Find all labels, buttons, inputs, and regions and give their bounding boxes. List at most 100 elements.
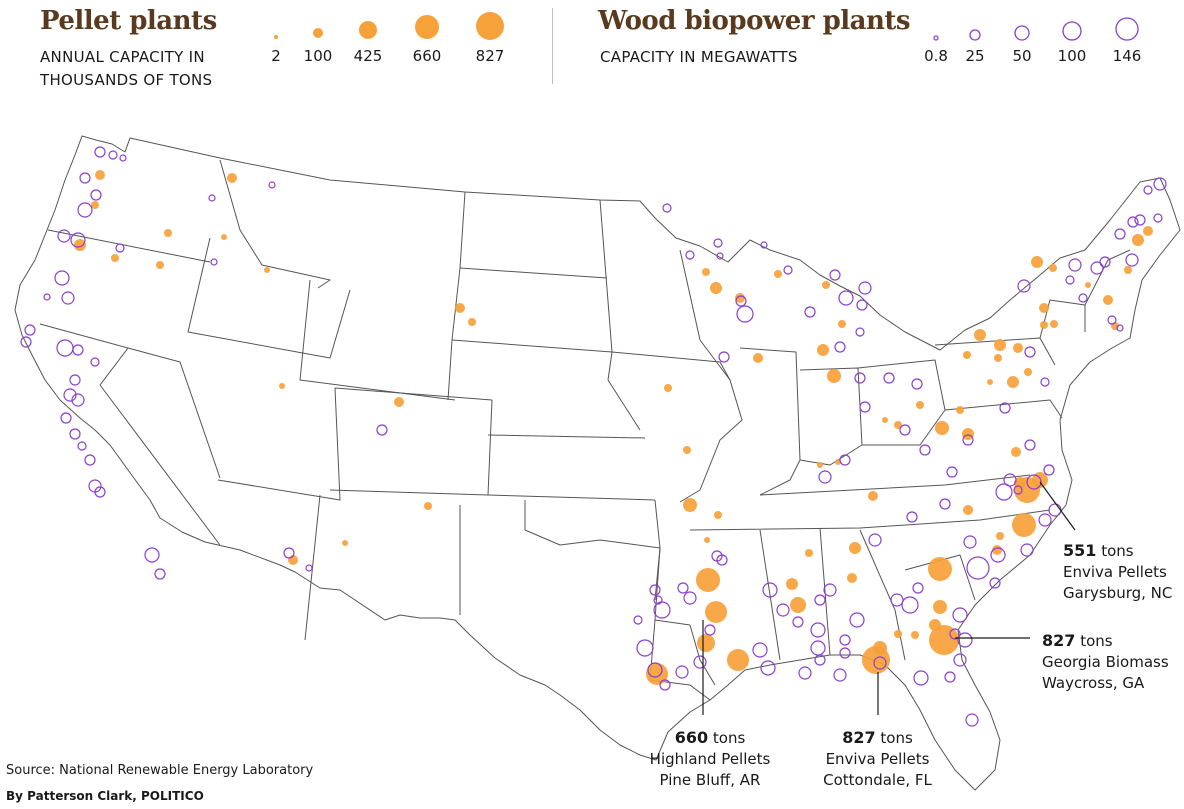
biopower-plant-marker [752, 642, 768, 658]
biopower-plant-marker [829, 269, 841, 281]
biopower-plant-marker [1026, 474, 1042, 490]
callout-unit: tons [1101, 542, 1134, 560]
pellet-plant-marker [992, 545, 1002, 555]
biopower-legend-circle-50 [1014, 25, 1030, 41]
callout-location: Waycross, GA [1042, 674, 1145, 692]
pellet-plant-marker [683, 446, 691, 454]
pellet-plant-marker [1031, 256, 1043, 268]
pellet-plant-marker [786, 578, 798, 590]
pellet-plant-marker [1040, 321, 1048, 329]
state-line [819, 527, 831, 656]
pellet-plant-marker [894, 630, 902, 638]
callout-location: Garysburg, NC [1063, 584, 1173, 602]
pellet-plant-marker [805, 549, 813, 557]
legend-divider [552, 8, 553, 84]
pellet-plant-marker [963, 351, 971, 359]
biopower-plant-marker [69, 428, 81, 440]
biopower-legend-circle-146 [1115, 17, 1139, 41]
callout-company: Highland Pellets [649, 750, 771, 768]
biopower-plant-marker [144, 547, 160, 563]
pellet-plant-marker [227, 173, 237, 183]
biopower-plant-marker [633, 615, 643, 625]
state-line [451, 339, 613, 353]
biopower-plant-marker [718, 351, 730, 363]
pellet-legend-value: 100 [303, 47, 333, 65]
biopower-legend-value: 100 [1057, 47, 1087, 65]
biopower-plant-marker [716, 252, 724, 260]
pellet-plant-marker [928, 557, 952, 581]
biopower-plant-marker [1020, 543, 1034, 557]
pellet-plant-marker [1013, 343, 1023, 353]
pellet-plant-marker [704, 537, 710, 543]
callout-amount: 827 [1042, 631, 1076, 650]
pellet-plant-marker [935, 421, 949, 435]
biopower-plant-marker [1040, 377, 1050, 387]
pellet-plant-marker [111, 254, 119, 262]
pellet-plant-marker [164, 229, 172, 237]
state-line [944, 399, 1063, 419]
biopower-plant-marker [966, 556, 990, 580]
state-boundaries [14, 135, 1181, 791]
biopower-plant-marker [662, 203, 672, 213]
biopower-plant-marker [119, 154, 127, 162]
biopower-plant-marker [94, 486, 106, 498]
biopower-plant-marker [305, 564, 313, 572]
biopower-legend-value: 50 [1012, 47, 1032, 65]
biopower-plant-marker [683, 591, 697, 605]
biopower-plant-marker [647, 662, 663, 678]
state-line [859, 529, 906, 661]
biopower-plant-marker [798, 666, 812, 680]
callout-company: Georgia Biomass [1042, 653, 1169, 671]
state-line [219, 159, 331, 289]
pellet-plant-marker [702, 268, 710, 276]
biopower-plant-marker [883, 372, 895, 384]
biopower-plant-marker [906, 511, 918, 523]
biopower-plant-marker [859, 401, 871, 413]
biopower-plant-marker [868, 533, 882, 547]
biopower-plant-marker [804, 306, 816, 318]
biopower-plant-marker [999, 402, 1011, 414]
pellet-plant-marker [735, 293, 745, 303]
pellet-legend-circle-425 [359, 21, 377, 39]
biopower-plant-marker [43, 293, 51, 301]
pellet-plant-marker [264, 267, 270, 273]
biopower-plant-marker [838, 290, 854, 306]
state-line [904, 554, 976, 601]
biopower-plant-marker [1043, 464, 1055, 476]
biopower-plant-marker [818, 470, 832, 484]
callout-unit: tons [712, 729, 746, 747]
pellet-plant-marker [974, 329, 986, 341]
biopower-plant-marker [776, 603, 790, 617]
state-line [487, 494, 656, 501]
biopower-plant-marker [1065, 275, 1075, 285]
callout-location: Pine Bluff, AR [659, 771, 761, 789]
pellet-plant-marker [696, 568, 720, 592]
biopower-plant-marker [1068, 258, 1082, 272]
biopower-plant-marker [899, 424, 911, 436]
biopower-plant-marker [1134, 214, 1146, 226]
biopower-plant-marker [54, 270, 70, 286]
credit-line: By Patterson Clark, POLITICO [6, 789, 204, 803]
biopower-plant-marker [61, 291, 75, 305]
biopower-plant-marker [1114, 228, 1126, 240]
biopower-plant-marker [72, 344, 84, 356]
biopower-plant-marker [839, 647, 851, 659]
pellet-legend-circle-827 [476, 12, 504, 40]
us-outline [14, 135, 1181, 791]
biopower-plant-marker [990, 547, 1006, 563]
state-line [447, 191, 466, 401]
biopower-plant-marker [912, 582, 924, 594]
pellet-plant-marker [963, 505, 973, 515]
pellet-plant-marker [221, 234, 227, 240]
state-line [654, 499, 691, 626]
pellet-legend-value: 827 [475, 47, 505, 65]
state-line [689, 624, 716, 686]
biopower-plant-marker [713, 238, 723, 248]
pellet-plant-marker [790, 597, 806, 613]
biopower-plant-marker [1024, 346, 1036, 358]
state-line [759, 474, 1031, 496]
state-line [1084, 249, 1131, 306]
biopower-plant-marker [1078, 293, 1088, 303]
pellet-plant-marker [95, 170, 105, 180]
state-line [334, 387, 493, 401]
